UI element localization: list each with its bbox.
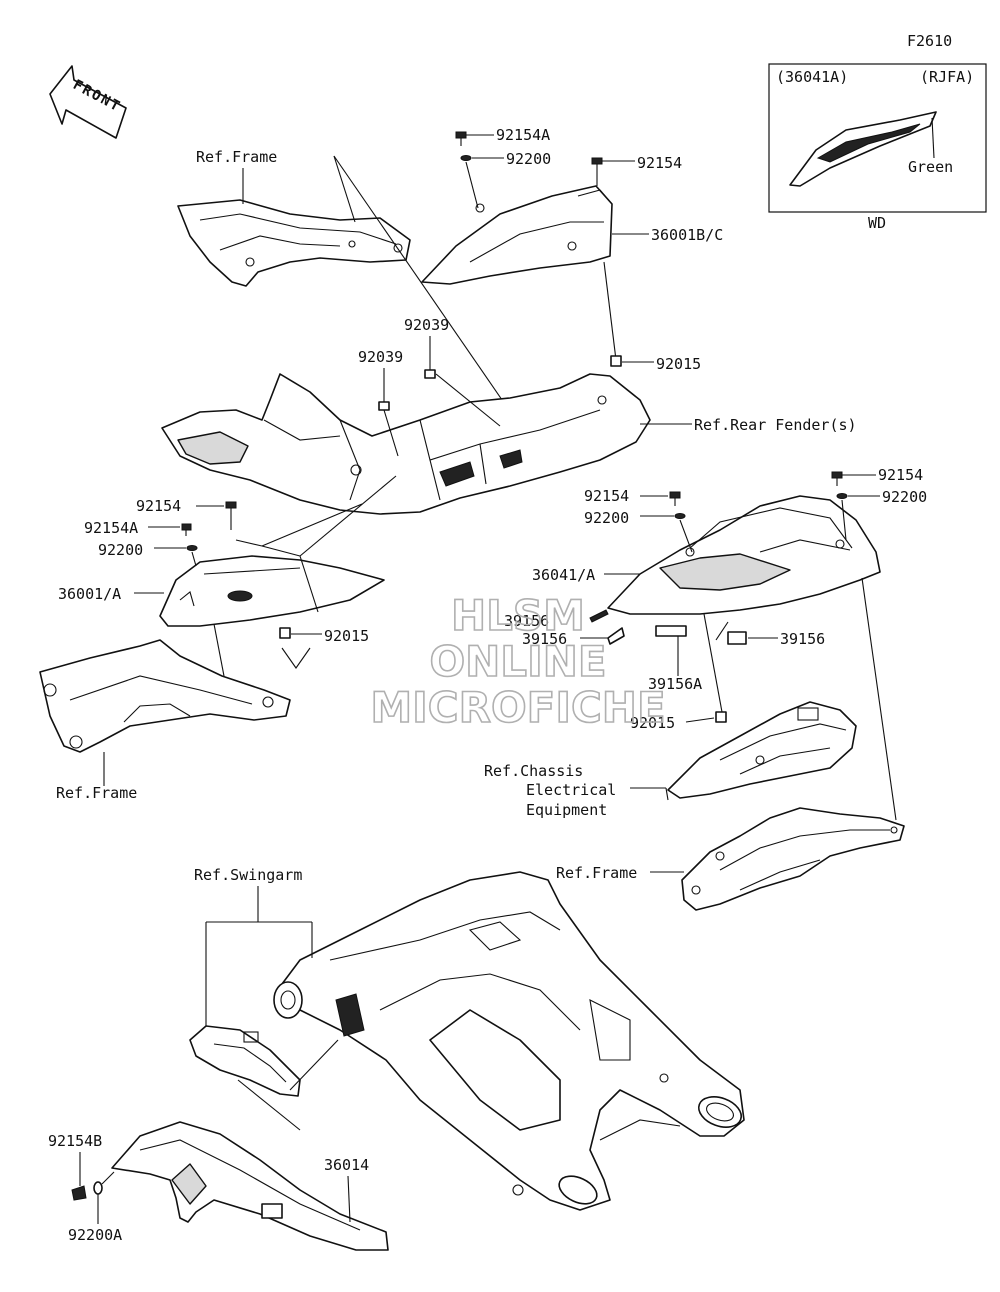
washer-92200-mid-icon bbox=[674, 513, 686, 519]
figure-code: F2610 bbox=[907, 32, 952, 50]
label-92154-left: 92154 bbox=[136, 497, 181, 515]
watermark-line-2: ONLINE bbox=[429, 637, 606, 686]
side-cover-upper-part bbox=[421, 185, 613, 285]
chain-guard-inner-part bbox=[189, 1025, 301, 1097]
inset-part-code: (36041A) bbox=[776, 68, 848, 86]
bolt-92154A-left-icon bbox=[181, 523, 192, 536]
label-92200A: 92200A bbox=[68, 1226, 122, 1244]
swingarm-part bbox=[273, 871, 745, 1211]
label-92200-mid: 92200 bbox=[584, 509, 629, 527]
label-36001A: 36001/A bbox=[58, 585, 121, 603]
frame-top-left-part bbox=[177, 199, 411, 287]
label-39156-a: 39156 bbox=[504, 612, 549, 630]
label-ref-frame-top: Ref.Frame bbox=[196, 148, 277, 166]
label-92154-right: 92154 bbox=[878, 466, 923, 484]
chain-guard-36014-part bbox=[111, 1121, 389, 1251]
label-92200-right: 92200 bbox=[882, 488, 927, 506]
label-92154-mid: 92154 bbox=[584, 487, 629, 505]
chassis-electrical-tray-part bbox=[667, 701, 857, 799]
label-92015-mid: 92015 bbox=[630, 714, 675, 732]
label-92154A-left: 92154A bbox=[84, 519, 138, 537]
watermark-line-1: HLSM bbox=[451, 591, 585, 640]
label-92039-b: 92039 bbox=[358, 348, 403, 366]
bolt-92154-mid-icon bbox=[669, 491, 681, 506]
label-92015-top: 92015 bbox=[656, 355, 701, 373]
decal-39156-c-icon bbox=[727, 631, 747, 645]
watermark-line-3: MICROFICHE bbox=[370, 683, 665, 732]
side-cover-left-part bbox=[159, 555, 385, 627]
decal-39156-b-icon bbox=[607, 627, 625, 645]
frame-rear-subframe-part bbox=[681, 807, 905, 911]
label-92154-top: 92154 bbox=[637, 154, 682, 172]
label-ref-frame-left: Ref.Frame bbox=[56, 784, 137, 802]
decal-39156A-icon bbox=[655, 625, 687, 637]
washer-92200-top-icon bbox=[460, 155, 472, 161]
frame-left-part bbox=[39, 639, 291, 753]
bolt-92154-right-icon bbox=[831, 471, 843, 486]
bolt-92154-top-icon bbox=[591, 157, 603, 186]
label-ref-chassis-2: Electrical bbox=[526, 781, 616, 799]
label-ref-chassis-3: Equipment bbox=[526, 801, 607, 819]
watermark: HLSM ONLINE MICROFICHE bbox=[370, 590, 667, 733]
grommet-92015-mid-icon bbox=[715, 711, 727, 723]
seat-cover-tail-part bbox=[607, 495, 881, 615]
grommet-92015-left-icon bbox=[279, 627, 291, 639]
inset-color-code: (RJFA) bbox=[920, 68, 974, 86]
front-arrow-icon: FRONT bbox=[49, 65, 127, 139]
label-39156-b: 39156 bbox=[522, 630, 567, 648]
label-36041A: 36041/A bbox=[532, 566, 595, 584]
label-39156A: 39156A bbox=[648, 675, 702, 693]
inset-color-name: Green bbox=[908, 158, 953, 176]
label-92200-top: 92200 bbox=[506, 150, 551, 168]
label-36001BC: 36001B/C bbox=[651, 226, 723, 244]
decal-39156-a-icon bbox=[589, 609, 609, 623]
bolt-92154A-top-icon bbox=[455, 131, 467, 146]
bolt-92154-left-icon bbox=[225, 501, 237, 530]
label-ref-frame-right: Ref.Frame bbox=[556, 864, 637, 882]
color-variant-inset: (36041A) (RJFA) Green WD bbox=[768, 63, 987, 232]
washer-92200A-icon bbox=[93, 1181, 103, 1195]
nut-92039-b-icon bbox=[378, 401, 390, 411]
washer-92200-left-icon bbox=[186, 545, 198, 551]
label-92154A-top: 92154A bbox=[496, 126, 550, 144]
nut-92039-a-icon bbox=[424, 369, 436, 379]
rear-fender-part bbox=[161, 373, 651, 515]
label-ref-swingarm: Ref.Swingarm bbox=[194, 866, 302, 884]
label-92154B: 92154B bbox=[48, 1132, 102, 1150]
label-92200-left: 92200 bbox=[98, 541, 143, 559]
inset-caption: WD bbox=[868, 214, 886, 232]
label-92015-left: 92015 bbox=[324, 627, 369, 645]
label-ref-rear-fender: Ref.Rear Fender(s) bbox=[694, 416, 857, 434]
label-ref-chassis-1: Ref.Chassis bbox=[484, 762, 583, 780]
grommet-92015-top-icon bbox=[610, 355, 622, 367]
label-39156-c: 39156 bbox=[780, 630, 825, 648]
label-36014: 36014 bbox=[324, 1156, 369, 1174]
bolt-92154B-icon bbox=[71, 1185, 87, 1201]
label-92039-a: 92039 bbox=[404, 316, 449, 334]
washer-92200-right-icon bbox=[836, 493, 848, 499]
